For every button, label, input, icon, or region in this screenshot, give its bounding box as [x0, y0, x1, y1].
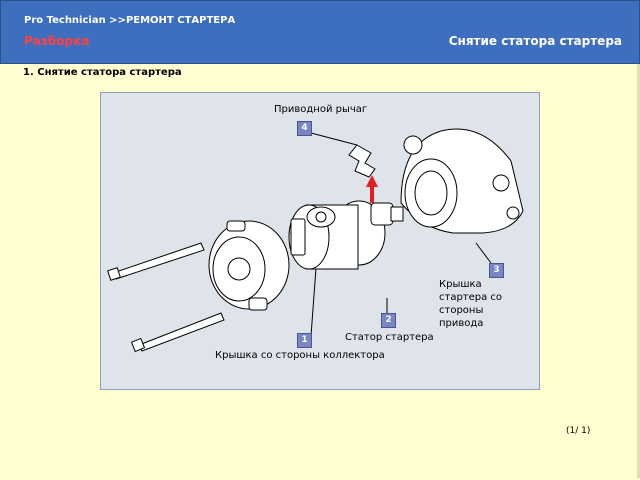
drive-end-cover-shape — [400, 128, 524, 234]
starter-exploded-drawing — [107, 128, 524, 353]
header-bar: Pro Technician >>РЕМОНТ СТАРТЕРА Разборк… — [0, 0, 640, 64]
leader-line-4 — [310, 132, 358, 146]
bolt-upper — [107, 242, 205, 281]
step-title: 1. Снятие статора стартера — [23, 67, 182, 78]
label-drive-lever: Приводной рычаг — [274, 104, 368, 115]
label-stator: Статор стартера — [345, 332, 434, 343]
gear-shape — [370, 202, 404, 226]
page-subtitle: Снятие статора стартера — [448, 34, 622, 48]
exploded-view-figure: Приводной рычаг 4 3 Крышка стартера со с… — [100, 92, 540, 390]
badge-1[interactable]: 1 — [297, 333, 312, 348]
scrollbar[interactable] — [637, 64, 640, 478]
badge-2[interactable]: 2 — [381, 313, 396, 328]
commutator-cover-shape — [208, 220, 290, 311]
badge-4[interactable]: 4 — [297, 121, 312, 136]
leader-line-1 — [310, 267, 317, 337]
red-arrow — [366, 175, 378, 203]
section-title: Разборка — [24, 34, 90, 48]
drive-lever-shape — [348, 144, 376, 178]
bolt-lower — [130, 312, 225, 353]
label-drive-end-cover: Крышка стартера со стороны привода — [439, 279, 503, 329]
page-indicator: (1/ 1) — [566, 426, 591, 436]
breadcrumb[interactable]: Pro Technician >>РЕМОНТ СТАРТЕРА — [24, 15, 236, 26]
label-commutator-cover: Крышка со стороны коллектора — [215, 350, 385, 361]
badge-3[interactable]: 3 — [489, 263, 504, 278]
leader-line-3 — [475, 242, 492, 264]
